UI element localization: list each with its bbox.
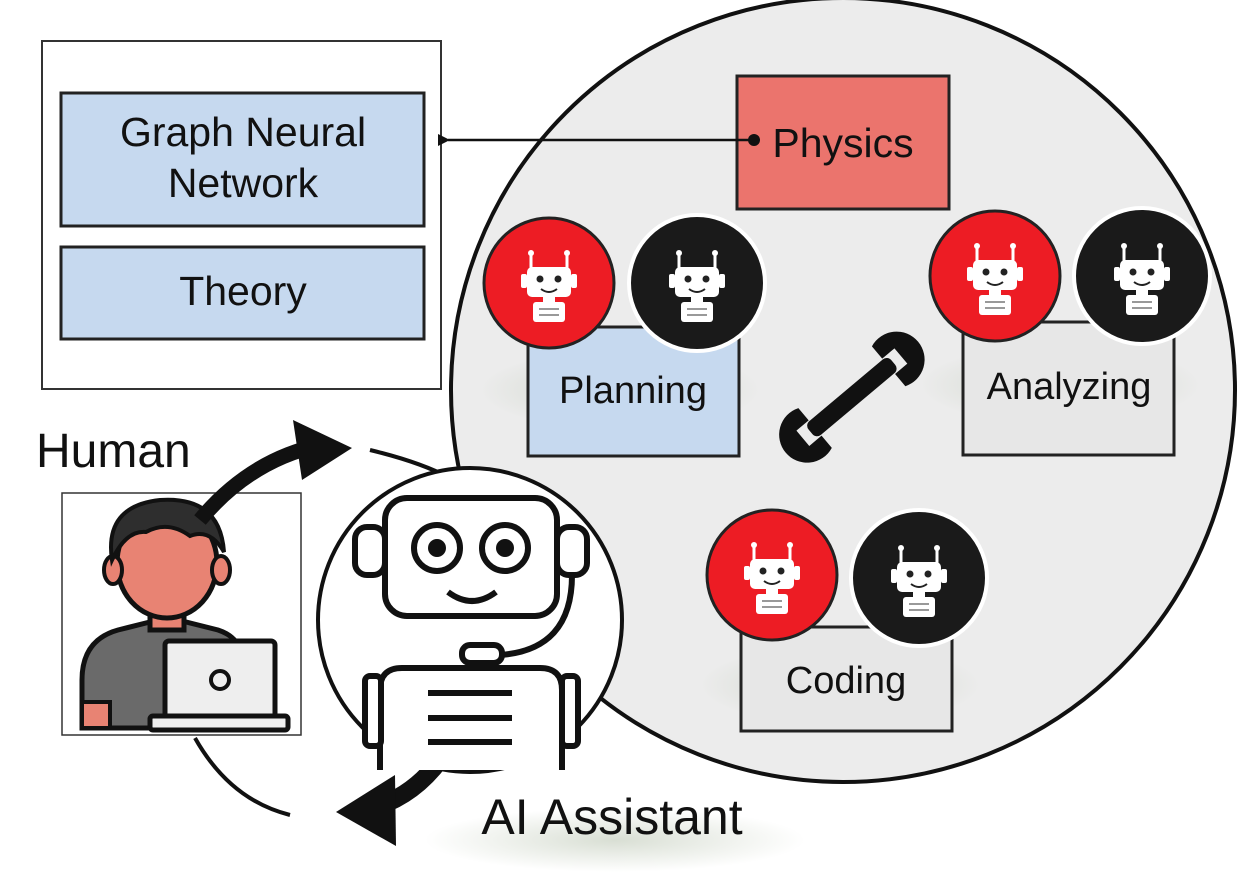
planning-robot-red-icon bbox=[482, 216, 616, 350]
physics-box bbox=[735, 74, 951, 211]
theory-label: Theory bbox=[179, 268, 307, 314]
human-to-assistant-curved-arrow-icon bbox=[194, 420, 352, 525]
coding-robot-black-icon bbox=[849, 508, 989, 648]
graph-neural-network-line2: Network bbox=[168, 160, 319, 206]
graph-neural-network-box bbox=[59, 91, 426, 228]
analyzing-robot-red-icon bbox=[928, 209, 1062, 343]
human-label: Human bbox=[36, 425, 191, 478]
physics-label: Physics bbox=[772, 120, 913, 166]
analyzing-label: Analyzing bbox=[987, 366, 1152, 408]
coding-label: Coding bbox=[786, 660, 906, 702]
ai-assistant-label: AI Assistant bbox=[481, 789, 742, 845]
assistant-label-shadow bbox=[425, 808, 805, 872]
graph-neural-network-line1: Graph Neural bbox=[120, 109, 366, 155]
arrow-origin-dot bbox=[748, 134, 760, 146]
ai-assistant-robot-icon bbox=[316, 466, 624, 774]
planning-label: Planning bbox=[559, 370, 707, 412]
agent-environment-circle bbox=[449, 0, 1237, 784]
planning-robot-black-icon bbox=[627, 213, 767, 353]
coding-robot-red-icon bbox=[705, 508, 839, 642]
wrench-icon bbox=[779, 331, 925, 463]
analyzing-robot-black-icon bbox=[1072, 206, 1212, 346]
theory-box bbox=[59, 245, 426, 341]
human-with-laptop-icon bbox=[79, 497, 291, 733]
